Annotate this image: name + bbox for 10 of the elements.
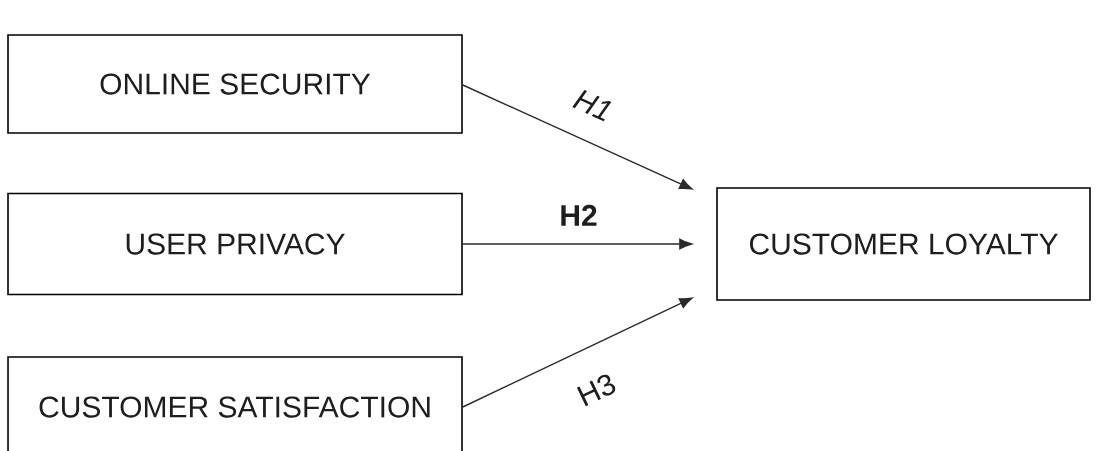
arrow xyxy=(462,297,693,408)
process-box: USER PRIVACY xyxy=(7,192,463,296)
process-box: CUSTOMER SATISFACTION xyxy=(7,356,463,451)
process-box: CUSTOMER LOYALTY xyxy=(716,187,1091,301)
edge-label: H2 xyxy=(558,203,599,227)
arrow xyxy=(462,84,693,190)
edge-label: H1 xyxy=(570,86,617,124)
arrow xyxy=(462,238,693,250)
process-box: ONLINE SECURITY xyxy=(7,34,463,134)
edge-label: H3 xyxy=(573,370,620,409)
